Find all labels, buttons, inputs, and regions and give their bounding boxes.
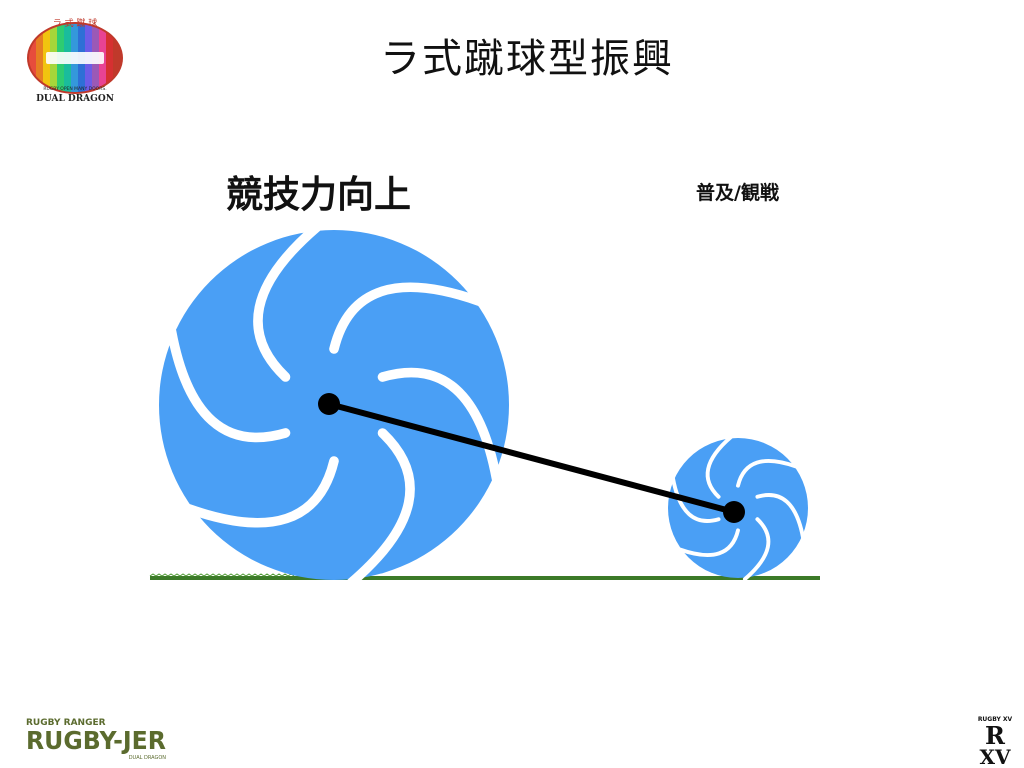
logo-tagline: RUGBY OPEN MANY DOORS.	[43, 86, 106, 92]
wheel-blade-line	[184, 456, 339, 528]
slide-title: ラ式蹴球型振興	[380, 36, 674, 82]
wheel-blade-line	[671, 476, 721, 523]
logo-rainbow-bars	[29, 24, 120, 92]
wheel-blade-line	[736, 458, 799, 488]
small-wheel-hub	[723, 501, 745, 523]
r-mark: R	[985, 721, 1006, 750]
label-popularization: 普及/観戦	[696, 182, 779, 204]
label-competitive-strength: 競技力向上	[226, 173, 411, 216]
grass-ground	[149, 573, 820, 580]
wheel-blade-line	[742, 517, 771, 582]
logo-arc-text: ラ 式 蹴 球	[53, 17, 98, 29]
small-wheel-blades	[671, 434, 805, 582]
logo-name: DUAL DRAGON	[36, 94, 114, 104]
wheel-blade-line	[755, 493, 805, 540]
wheel-blade-line	[329, 282, 484, 354]
dual-dragon-logo: ラ 式 蹴 球 RUGBY OPEN MANY DOORS. DUAL DRAG…	[27, 17, 123, 104]
rugby-jer-logo: RUGBY RANGER RUGBY-JER DUAL DRAGON	[26, 718, 167, 761]
xv-mark: XV	[979, 745, 1011, 766]
wheel-blade-line	[677, 528, 740, 558]
rugby-ranger-text: RUGBY RANGER	[26, 718, 106, 728]
wheel-blade-line	[253, 222, 322, 382]
rugby-xv-caption: RUGBY XV	[978, 716, 1013, 723]
dual-dragon-small-text: DUAL DRAGON	[129, 755, 167, 761]
wheel-blade-line	[705, 434, 734, 499]
large-wheel-hub	[318, 393, 340, 415]
rugby-xv-logo: RUGBY XV R XV	[978, 716, 1013, 766]
wheel-blade-line	[166, 326, 291, 443]
large-wheel-blades	[166, 222, 502, 588]
wheel-blade-line	[346, 428, 415, 588]
axle-bar	[328, 401, 735, 515]
rugby-jer-text: RUGBY-JER	[26, 726, 166, 755]
